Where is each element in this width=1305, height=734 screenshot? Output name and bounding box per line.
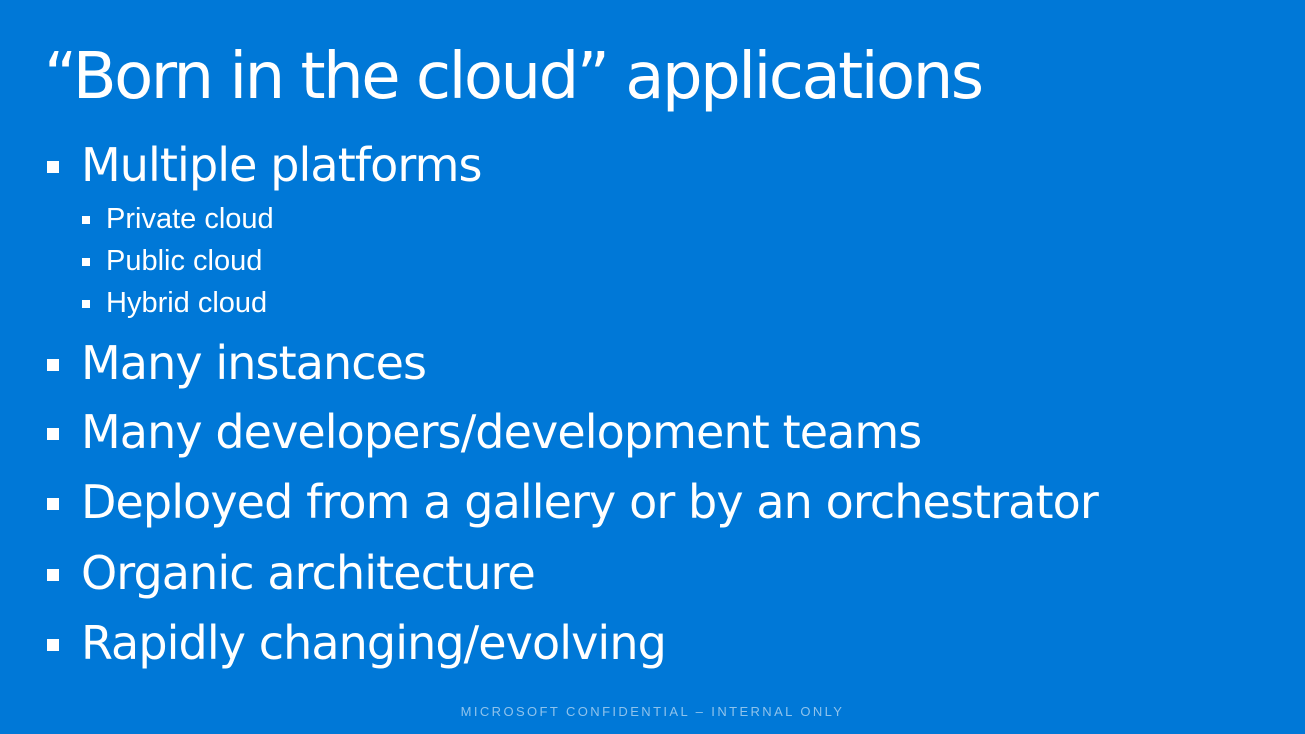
bullet-item: Many developers/development teams [47,402,922,462]
square-bullet-icon [47,569,59,581]
bullet-text: Many instances [81,336,427,390]
bullet-text: Organic architecture [81,546,536,600]
bullet-item: Organic architecture [47,543,536,603]
sub-bullet-item: Private cloud [82,201,274,237]
sub-bullet-text: Public cloud [106,245,263,277]
bullet-text: Deployed from a gallery or by an orchest… [81,475,1099,529]
bullet-text: Many developers/development teams [81,405,922,459]
square-bullet-icon [82,216,90,224]
square-bullet-icon [47,161,59,173]
bullet-text: Multiple platforms [81,138,482,192]
slide-title: “Born in the cloud” applications [44,40,984,114]
square-bullet-icon [47,428,59,440]
sub-bullet-text: Private cloud [106,203,274,235]
square-bullet-icon [47,639,59,651]
bullet-item: Deployed from a gallery or by an orchest… [47,472,1099,532]
confidential-footer: MICROSOFT CONFIDENTIAL – INTERNAL ONLY [460,704,845,719]
bullet-item: Many instances [47,333,427,393]
square-bullet-icon [47,498,59,510]
sub-bullet-item: Hybrid cloud [82,285,267,321]
square-bullet-icon [82,300,90,308]
bullet-item: Multiple platforms [47,135,482,195]
sub-bullet-text: Hybrid cloud [106,287,268,319]
square-bullet-icon [47,359,59,371]
square-bullet-icon [82,258,90,266]
sub-bullet-item: Public cloud [82,243,262,279]
bullet-item: Rapidly changing/evolving [47,613,667,673]
bullet-text: Rapidly changing/evolving [81,616,667,670]
